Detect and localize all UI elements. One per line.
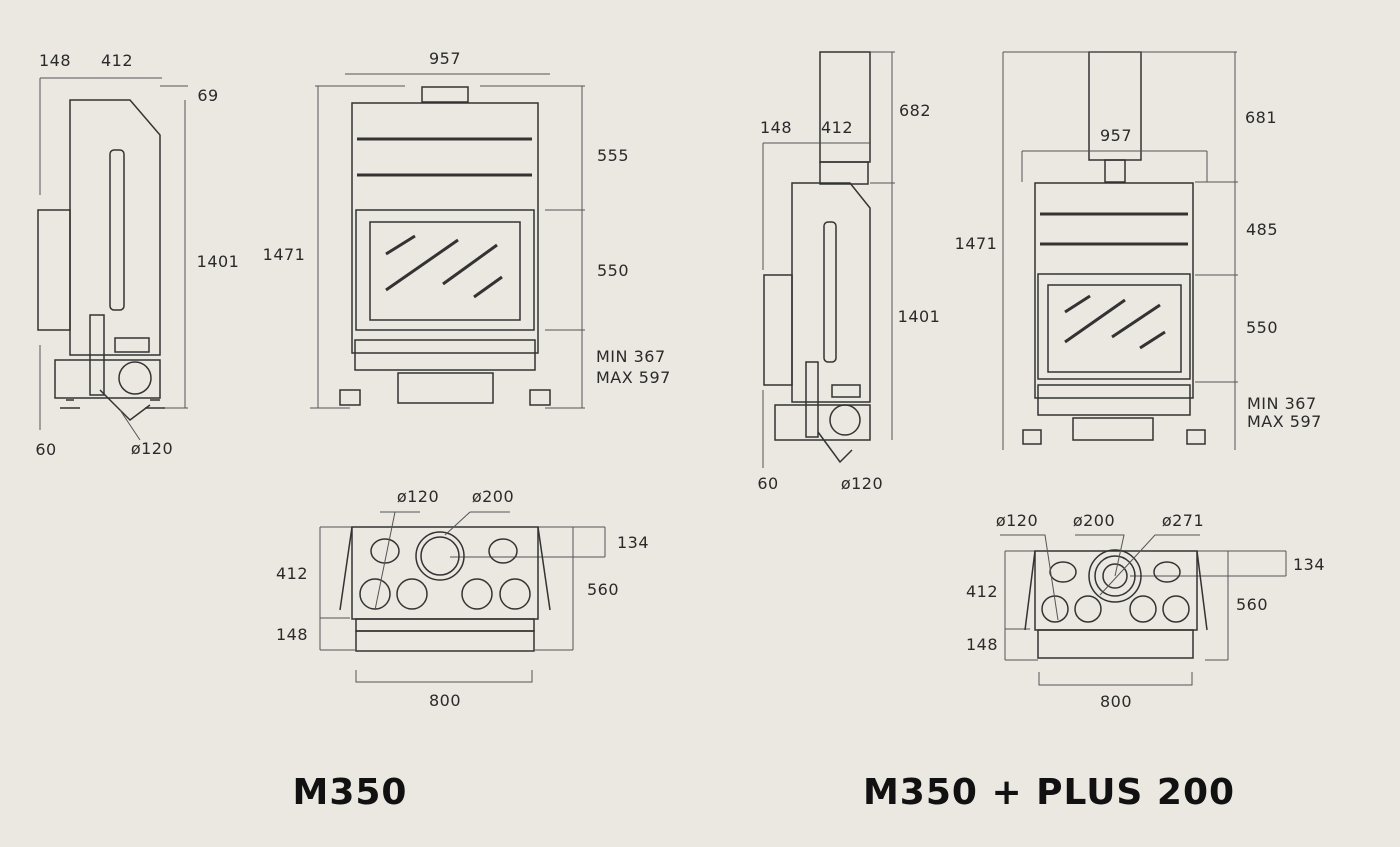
- dim-front-max: MAX 597: [596, 368, 671, 387]
- dim-front-door: 550: [597, 261, 629, 280]
- dim-plus-top-duct-small: ø120: [996, 511, 1038, 530]
- m350-top-view: [319, 511, 606, 683]
- dim-plus-front-min: MIN 367: [1247, 394, 1317, 413]
- dim-side-depth-front: 148: [39, 51, 71, 70]
- dim-side-depth: 412: [101, 51, 133, 70]
- m350-front-view: [310, 73, 585, 409]
- dim-plus-top-width: 800: [1100, 692, 1132, 711]
- dim-plus-front-plus-height: 681: [1245, 108, 1277, 127]
- dim-plus-top-front: 148: [966, 635, 998, 654]
- dim-plus-top-duct-plus: ø271: [1162, 511, 1204, 530]
- plus-side-view: [762, 51, 895, 468]
- dim-plus-side-foot: 60: [757, 474, 778, 493]
- dim-top-total-depth: 560: [587, 580, 619, 599]
- dim-plus-top-depth: 412: [966, 582, 998, 601]
- dim-front-width: 957: [429, 49, 461, 68]
- plus-top-view: [1000, 534, 1287, 686]
- model-title: M350: [293, 772, 408, 813]
- dim-top-duct-small: ø120: [397, 487, 439, 506]
- dim-plus-top-total-depth: 560: [1236, 595, 1268, 614]
- model-title-plus: M350 + PLUS 200: [863, 772, 1235, 813]
- dim-plus-front-max: MAX 597: [1247, 412, 1322, 431]
- dim-front-total-height: 1471: [263, 245, 306, 264]
- dim-top-depth: 412: [276, 564, 308, 583]
- dim-plus-front-upper: 485: [1246, 220, 1278, 239]
- dim-top-duct-large: ø200: [472, 487, 514, 506]
- dim-top-width: 800: [429, 691, 461, 710]
- dim-plus-side-height: 1401: [898, 307, 941, 326]
- dim-plus-side-depth: 412: [821, 118, 853, 137]
- dim-plus-side-plus-height: 682: [899, 101, 931, 120]
- m350-side-view: [37, 77, 188, 441]
- dim-front-upper: 555: [597, 146, 629, 165]
- dim-plus-top-offset: 134: [1293, 555, 1325, 574]
- dim-front-min: MIN 367: [596, 347, 666, 366]
- dim-plus-front-door: 550: [1246, 318, 1278, 337]
- dim-side-duct: ø120: [131, 439, 173, 458]
- dim-plus-top-duct-large: ø200: [1073, 511, 1115, 530]
- dim-plus-front-total-height: 1471: [955, 234, 998, 253]
- dim-plus-side-depth-front: 148: [760, 118, 792, 137]
- dim-top-front: 148: [276, 625, 308, 644]
- dim-side-top-offset: 69: [197, 86, 218, 105]
- dim-side-height: 1401: [197, 252, 240, 271]
- dim-plus-side-duct: ø120: [841, 474, 883, 493]
- dim-plus-front-width: 957: [1100, 126, 1132, 145]
- dim-top-offset: 134: [617, 533, 649, 552]
- plus-front-view: [1002, 51, 1238, 450]
- dim-side-foot: 60: [35, 440, 56, 459]
